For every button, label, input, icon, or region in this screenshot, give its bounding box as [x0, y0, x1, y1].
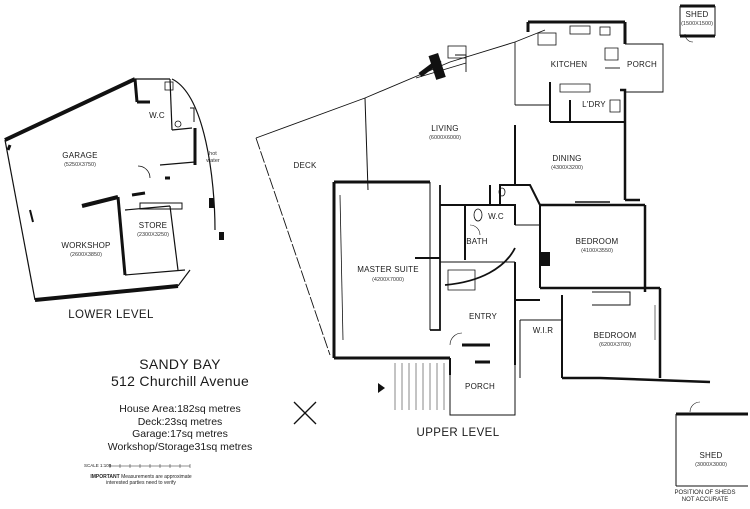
shed-position-note: POSITION OF SHEDS NOT ACCURATE [670, 490, 740, 504]
shed-large-dims: (3000X3000) [695, 462, 727, 468]
scale-bar [109, 464, 191, 468]
workshop-dims: (2600X3850) [70, 252, 102, 258]
bedroom1-dims: (4100X3550) [581, 248, 613, 254]
entry-label: ENTRY [469, 312, 497, 321]
garage-dims: (5250X3750) [64, 162, 96, 168]
store-label: STORE [139, 221, 167, 230]
address-title: 512 Churchill Avenue [110, 373, 250, 389]
shed-note-line1: POSITION OF SHEDS [674, 490, 736, 496]
house-area: House Area:182sq metres [119, 403, 241, 415]
garage-area: Garage:17sq metres [132, 428, 228, 440]
upper-level-label: UPPER LEVEL [416, 427, 499, 439]
workshop-label: WORKSHOP [61, 241, 110, 250]
master-suite-label: MASTER SUITE [357, 265, 419, 274]
lower-level-plan [4, 77, 224, 302]
dining-dims: (4300X3200) [551, 165, 583, 171]
shed-note-line2: NOT ACCURATE [681, 497, 729, 503]
kitchen-label: KITCHEN [551, 60, 588, 69]
porch-top-label: PORCH [627, 60, 657, 69]
hot-water-label-2: water [205, 158, 220, 164]
lower-wc-label: W.C [149, 111, 165, 120]
disclaimer-line1: Measurements are approximate [119, 474, 192, 480]
deck-label: DECK [293, 161, 316, 170]
sheds [675, 4, 748, 487]
scale-label: SCALE 1:100 [84, 463, 112, 468]
upper-wc-label: W.C [488, 212, 504, 221]
shed-large-label: SHED [699, 451, 722, 460]
garage-label: GARAGE [62, 151, 97, 160]
shed-small-dims: (1500X1500) [681, 21, 713, 27]
disclaimer: IMPORTANT Measurements are approximate i… [86, 474, 196, 486]
workshop-area: Workshop/Storage31sq metres [107, 440, 253, 453]
shed-small-label: SHED [685, 10, 708, 19]
wir-label: W.I.R [533, 326, 554, 335]
living-dims: (6000X6000) [429, 135, 461, 141]
master-suite-dims: (4200X7000) [372, 277, 404, 283]
lower-level-label: LOWER LEVEL [68, 309, 154, 321]
compass-icon [293, 401, 317, 425]
bedroom1-label: BEDROOM [576, 237, 619, 246]
room-labels: GARAGE (5250X3750) W.C hot water WORKSHO… [61, 10, 727, 468]
disclaimer-important: IMPORTANT [90, 474, 120, 480]
store-dims: (2300X3250) [137, 232, 169, 238]
disclaimer-line2: interested parties need to verify [106, 480, 176, 486]
bath-label: BATH [466, 237, 488, 246]
living-label: LIVING [431, 124, 458, 133]
dining-label: DINING [552, 154, 581, 163]
bedroom2-label: BEDROOM [594, 331, 637, 340]
hot-water-label-1: hot [209, 151, 217, 157]
porch-bottom-label: PORCH [465, 382, 495, 391]
suburb-title: SANDY BAY [139, 356, 221, 372]
bedroom2-dims: (6200X3700) [599, 342, 631, 348]
laundry-label: L'DRY [582, 100, 606, 109]
upper-level-plan [255, 20, 711, 416]
deck-area: Deck:23sq metres [137, 415, 223, 428]
